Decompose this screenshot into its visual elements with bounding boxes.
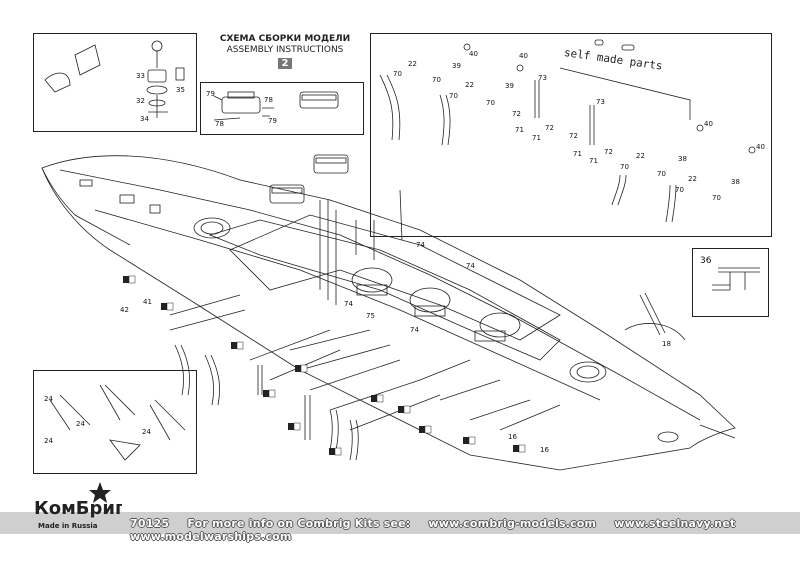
part-label: 74 [344,300,353,308]
part-label: 22 [636,152,645,160]
part-label: 18 [662,340,671,348]
part-label: 24 [76,420,85,428]
part-label: 71 [589,157,598,165]
inset-box-top-left [33,33,197,132]
inset-box-bottom-left [33,370,197,474]
part-label: 71 [532,134,541,142]
kit-number: 70125 [130,517,170,530]
part-label: 42 [120,306,129,314]
part-label: 39 [505,82,514,90]
part-label: 70 [393,70,402,78]
part-label: 74 [410,326,419,334]
inset-box-top-center [200,82,364,135]
turret-ring-aft [569,361,607,383]
part-label: 72 [545,124,554,132]
part-label: 40 [469,50,478,58]
part-label: 72 [604,148,613,156]
part-label: 16 [540,446,549,454]
part-label: 36 [700,256,712,266]
part-label: 38 [731,178,740,186]
part-label: 78 [215,120,224,128]
hull-outline [41,155,736,471]
part-label: 34 [140,115,149,123]
part-label: 78 [264,96,273,104]
part-label: 35 [176,86,185,94]
part-label: 24 [44,395,53,403]
part-label: 70 [657,170,666,178]
part-label: 33 [136,72,145,80]
part-label: 40 [519,52,528,60]
part-label: 73 [538,74,547,82]
inset-box-part-36 [692,248,769,317]
part-label: 71 [573,150,582,158]
inset-box-self-made-parts [370,33,772,237]
info-text: For more info on Combrig Kits see: [187,517,411,530]
part-label: 70 [449,92,458,100]
part-label: 79 [268,117,277,125]
footer-band [0,512,800,534]
part-label: 71 [515,126,524,134]
website-link-combrig[interactable]: www.combrig-models.com [428,517,597,530]
part-label: 79 [206,90,215,98]
website-link-steelnavy[interactable]: www.steelnavy.net [614,517,736,530]
part-label: 74 [416,241,425,249]
sheet-title: СХЕМА СБОРКИ МОДЕЛИ ASSEMBLY INSTRUCTION… [205,34,365,70]
part-label: 41 [143,298,152,306]
footer-info: 70125 For more info on Combrig Kits see:… [130,517,800,543]
part-label: 22 [465,81,474,89]
part-label: 70 [675,186,684,194]
combrig-logo-icon: КомБриг [34,482,122,519]
title-russian: СХЕМА СБОРКИ МОДЕЛИ [219,34,351,44]
part-label: 72 [569,132,578,140]
website-link-modelwarships[interactable]: www.modelwarships.com [130,530,292,543]
part-label: 24 [142,428,151,436]
part-label: 73 [596,98,605,106]
part-label: 32 [136,97,145,105]
part-label: 70 [432,76,441,84]
part-label: 75 [366,312,375,320]
page-number-badge: 2 [277,58,293,69]
made-in-label: Made in Russia [38,522,98,530]
turret-ring-forward [193,217,231,239]
logo-text: КомБриг [34,498,122,519]
part-label: 40 [704,120,713,128]
part-label: 39 [452,62,461,70]
part-label: 72 [512,110,521,118]
part-label: 22 [688,175,697,183]
title-english: ASSEMBLY INSTRUCTIONS [226,45,344,55]
part-label: 70 [712,194,721,202]
part-label: 40 [756,143,765,151]
part-label: 16 [508,433,517,441]
part-label: 24 [44,437,53,445]
part-label: 22 [408,60,417,68]
part-label: 38 [678,155,687,163]
part-label: 74 [466,262,475,270]
part-label: 70 [620,163,629,171]
part-label: 70 [486,99,495,107]
